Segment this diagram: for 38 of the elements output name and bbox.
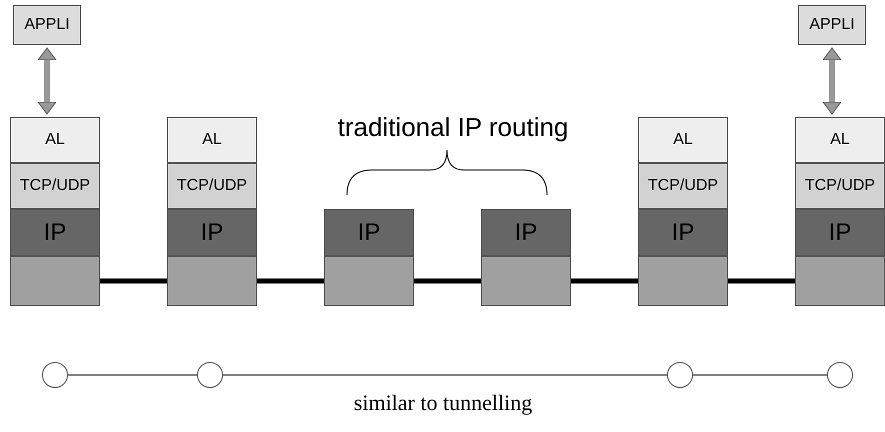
- ip-layer-box: IP: [481, 209, 571, 256]
- double-arrow: [822, 48, 842, 114]
- link-layer-box: [481, 256, 571, 306]
- link-line: [571, 278, 638, 284]
- node-circle: [827, 362, 853, 388]
- node-circle: [197, 362, 223, 388]
- link-layer-box: [10, 256, 100, 306]
- layer-box: AL: [10, 117, 100, 163]
- application-box: APPLI: [798, 5, 866, 45]
- connector-line: [68, 374, 198, 376]
- layer-box: TCP/UDP: [795, 163, 885, 209]
- node-circle: [42, 362, 68, 388]
- connector-line: [692, 374, 828, 376]
- node-circle: [667, 362, 693, 388]
- link-line: [257, 278, 324, 284]
- ip-layer-box: IP: [324, 209, 414, 256]
- link-layer-box: [638, 256, 728, 306]
- ip-layer-box: IP: [10, 209, 100, 256]
- application-box: APPLI: [13, 5, 81, 45]
- layer-box: AL: [167, 117, 257, 163]
- layer-box: TCP/UDP: [638, 163, 728, 209]
- double-arrow: [38, 48, 56, 114]
- link-layer-box: [324, 256, 414, 306]
- layer-box: TCP/UDP: [10, 163, 100, 209]
- layer-box: AL: [638, 117, 728, 163]
- link-line: [100, 278, 167, 284]
- caption-text: similar to tunnelling: [354, 390, 532, 416]
- link-line: [728, 278, 795, 284]
- link-line: [414, 278, 481, 284]
- brace-label: traditional IP routing: [338, 112, 568, 143]
- connector-line: [222, 374, 668, 376]
- ip-layer-box: IP: [167, 209, 257, 256]
- ip-layer-box: IP: [795, 209, 885, 256]
- layer-box: TCP/UDP: [167, 163, 257, 209]
- link-layer-box: [167, 256, 257, 306]
- layer-box: AL: [795, 117, 885, 163]
- link-layer-box: [795, 256, 885, 306]
- ip-layer-box: IP: [638, 209, 728, 256]
